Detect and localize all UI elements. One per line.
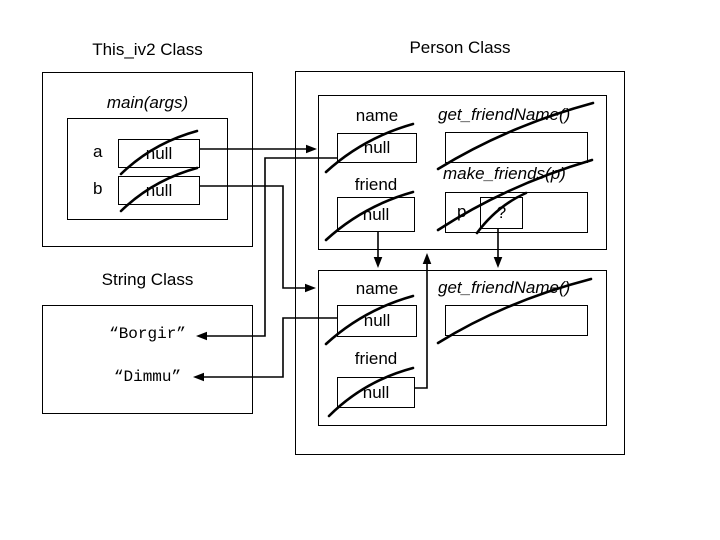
person1-friend-label: friend bbox=[354, 175, 398, 194]
this-iv2-class-title: This_iv2 Class bbox=[92, 40, 203, 59]
string-class-box bbox=[42, 305, 253, 414]
person2-getfriendname-box bbox=[445, 305, 588, 336]
person1-getfriendname-label: get_friendName() bbox=[438, 105, 571, 124]
person-object1-box bbox=[318, 95, 607, 250]
person1-makefriends-box bbox=[445, 192, 588, 233]
string-borgir: “Borgir” bbox=[109, 325, 186, 343]
variable-b-value: null bbox=[145, 180, 173, 200]
person-class-box bbox=[295, 71, 625, 455]
person1-makefriends-label: make_friends(p) bbox=[443, 164, 566, 183]
person2-name-value: null bbox=[363, 311, 391, 330]
this-iv2-class-box bbox=[42, 72, 253, 247]
person2-getfriendname-label: get_friendName() bbox=[438, 278, 571, 297]
variable-a-value: null bbox=[145, 143, 173, 163]
person2-friend-label: friend bbox=[354, 349, 398, 368]
person1-friend-value-box: null bbox=[337, 197, 415, 232]
person-class-title: Person Class bbox=[409, 38, 511, 57]
person2-name-label: name bbox=[355, 279, 399, 298]
person-object2-box bbox=[318, 270, 607, 426]
person2-friend-value: null bbox=[362, 382, 390, 402]
variable-a-label: a bbox=[93, 142, 103, 161]
param-p-label: p bbox=[457, 202, 467, 221]
string-dimmu: “Dimmu” bbox=[113, 368, 182, 386]
person1-getfriendname-box bbox=[445, 132, 588, 163]
param-p-value-box: ? bbox=[480, 197, 523, 229]
main-method-label: main(args) bbox=[106, 93, 189, 112]
person1-friend-value: null bbox=[362, 204, 390, 224]
person2-name-value-box: null bbox=[337, 305, 417, 337]
variable-b-label: b bbox=[93, 179, 103, 198]
main-method-box bbox=[67, 118, 228, 220]
person1-name-value: null bbox=[363, 138, 391, 157]
person1-name-label: name bbox=[355, 106, 399, 125]
variable-a-value-box: null bbox=[118, 139, 200, 168]
person1-name-value-box: null bbox=[337, 133, 417, 163]
person2-friend-value-box: null bbox=[337, 377, 415, 408]
string-class-title: String Class bbox=[101, 270, 194, 289]
variable-b-value-box: null bbox=[118, 176, 200, 205]
param-p-value: ? bbox=[496, 203, 507, 222]
